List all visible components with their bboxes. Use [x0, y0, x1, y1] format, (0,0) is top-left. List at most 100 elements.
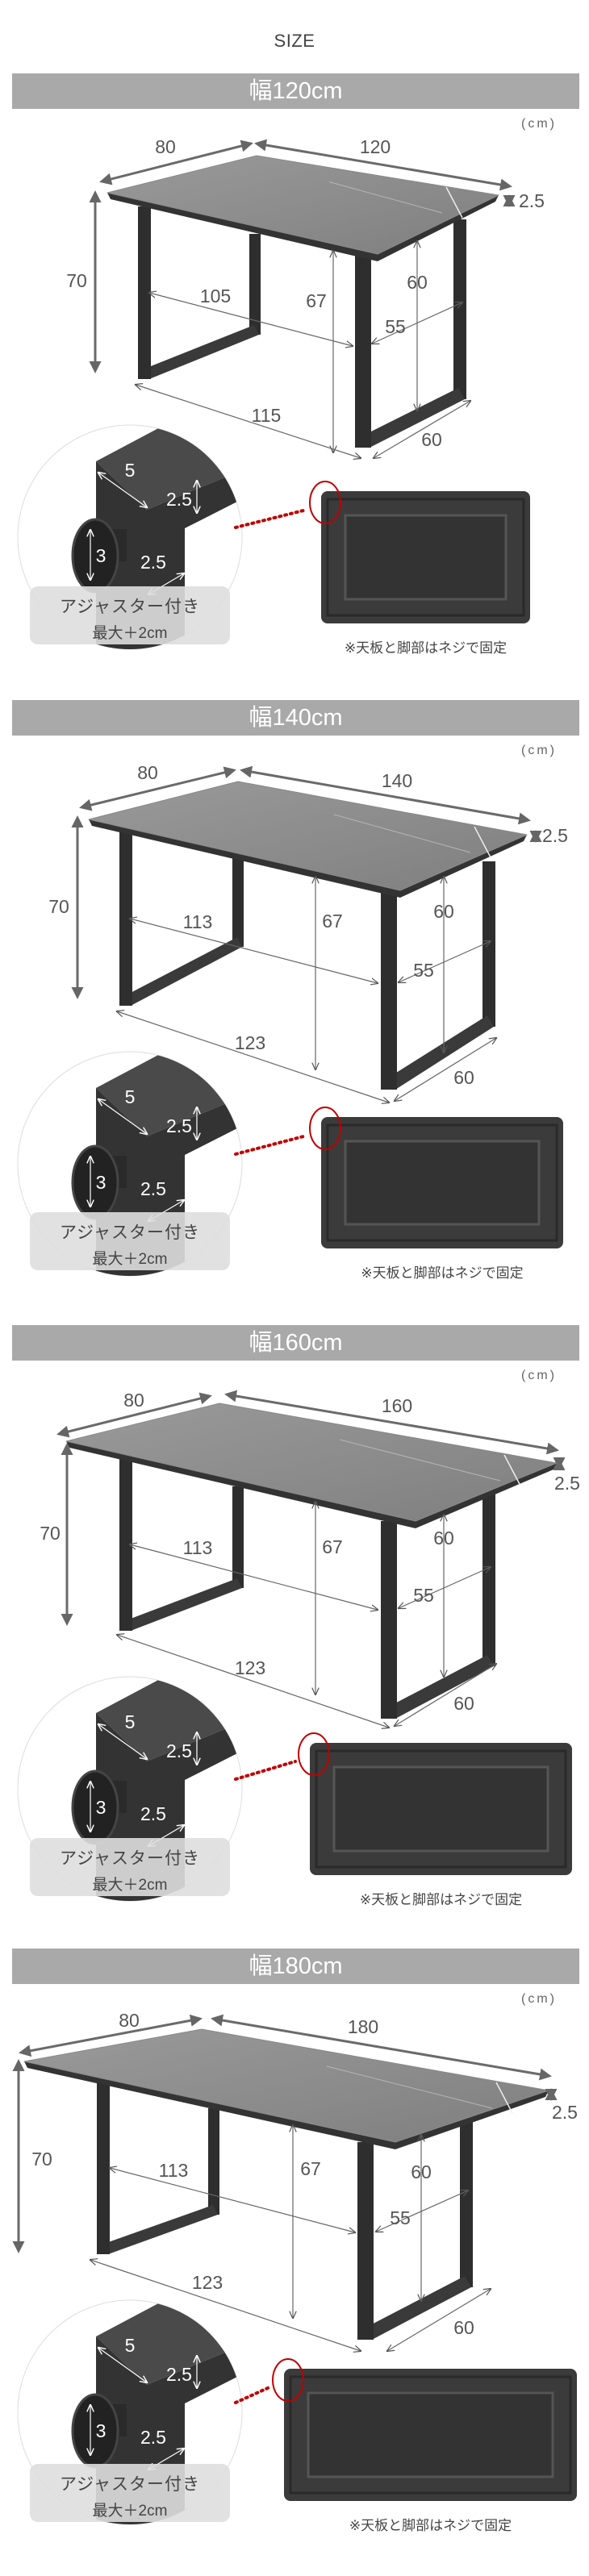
bottom-width-dimension-arrow — [90, 2260, 361, 2351]
front-right-leg — [381, 1521, 397, 1719]
left-bottom-bar — [143, 325, 259, 379]
back-left-leg — [208, 2108, 219, 2215]
leg-size-arrow — [98, 1099, 147, 1134]
leg-size-label: 5 — [125, 1711, 136, 1732]
leg-thick-label: 2.5 — [140, 1803, 166, 1824]
floor-clearance-dimension-label: 67 — [300, 2158, 321, 2179]
section-header: 幅180cm — [12, 1949, 579, 1984]
back-right-leg — [482, 1492, 495, 1666]
adjuster-badge: アジャスター付き最大＋2cm — [30, 2464, 230, 2522]
inner-width-dimension-label: 105 — [200, 286, 231, 306]
marker-circle-icon — [298, 1732, 330, 1776]
adjuster-size-label: 3 — [96, 1797, 107, 1818]
depth-dimension-label: 80 — [155, 136, 176, 157]
front-right-leg — [381, 890, 397, 1090]
top-size-label: 2.5 — [166, 1115, 192, 1136]
back-right-leg — [453, 219, 466, 399]
floor-clearance-dimension-label: 67 — [322, 911, 343, 932]
floor-clearance-dimension-label: 67 — [306, 290, 327, 311]
adjuster-label: アジャスター付き — [59, 2475, 201, 2494]
width-dimension-arrow — [211, 2014, 552, 2081]
marker-dotted-line — [234, 1760, 297, 1781]
bottom-width-dimension-arrow — [117, 1635, 389, 1728]
width-dimension-label: 160 — [382, 1395, 412, 1416]
thickness-dimension-label: 2.5 — [519, 190, 545, 211]
adjuster-size-label: 3 — [96, 1172, 107, 1193]
leg-inner-depth-dimension-arrow — [399, 1567, 491, 1608]
marker-dotted-line — [234, 1134, 308, 1156]
leg-size-arrow — [98, 2348, 147, 2382]
leg-depth-dimension-label: 60 — [453, 1693, 474, 1714]
inner-width-dimension-arrow — [110, 2168, 355, 2232]
unit-label: (cm) — [521, 117, 557, 131]
adjuster-badge: アジャスター付き最大＋2cm — [30, 586, 230, 644]
bottom-width-dimension-label: 123 — [235, 1032, 265, 1053]
leg-inner-depth-dimension-arrow — [399, 941, 491, 982]
front-left-leg — [97, 2082, 110, 2254]
unit-label: (cm) — [521, 1369, 557, 1382]
depth-dimension-label: 80 — [119, 2010, 140, 2031]
width-dimension-label: 180 — [348, 2016, 378, 2037]
screw-caption: ※天板と脚部はネジで固定 — [349, 2518, 512, 2533]
leg-inner-height-dimension-label: 60 — [407, 272, 428, 293]
leg-inner-height-dimension-label: 60 — [433, 901, 454, 922]
top-size-label: 2.5 — [166, 2364, 192, 2385]
marble-vein — [495, 2082, 513, 2114]
leg-thick-label: 2.5 — [140, 2427, 166, 2448]
depth-dimension-arrow — [56, 1392, 212, 1438]
marker-dotted-line — [234, 2386, 271, 2404]
leg-inner-depth-dimension-arrow — [372, 302, 462, 344]
inner-width-dimension-label: 113 — [183, 1537, 213, 1558]
left-bottom-bar — [102, 2205, 218, 2254]
section-header: 幅120cm — [12, 73, 579, 109]
section-header: 幅160cm — [12, 1325, 579, 1361]
height-dimension-label: 70 — [40, 1523, 61, 1544]
screw-caption: ※天板と脚部はネジで固定 — [359, 1892, 523, 1907]
marble-vein — [503, 1454, 521, 1486]
thickness-dimension-label: 2.5 — [554, 1473, 580, 1494]
leg-depth-dimension-label: 60 — [453, 2317, 474, 2338]
underside-frame — [315, 1749, 567, 1869]
back-right-leg — [460, 2120, 473, 2287]
inner-width-dimension-arrow — [130, 1544, 378, 1610]
marble-vein — [474, 826, 491, 858]
front-right-leg — [355, 254, 371, 448]
adjuster-range-label: 最大＋2cm — [92, 625, 168, 642]
width-dimension-label: 120 — [360, 136, 391, 157]
inner-width-dimension-label: 113 — [159, 2160, 189, 2181]
marble-vein — [445, 186, 463, 219]
adjuster-size-label: 3 — [96, 2420, 107, 2441]
leg-depth-dimension-label: 60 — [453, 1067, 474, 1088]
leg-inner-height-dimension-label: 60 — [433, 1528, 454, 1549]
underside-crossbars — [332, 1765, 549, 1853]
tabletop-edge — [107, 193, 499, 261]
depth-dimension-arrow — [79, 766, 236, 811]
leg-inner-depth-dimension-label: 55 — [385, 316, 406, 337]
thickness-dimension-label: 2.5 — [542, 825, 568, 846]
width-dimension-arrow — [240, 765, 531, 825]
leg-depth-dimension-arrow — [374, 401, 470, 458]
leg-size-arrow — [98, 1724, 147, 1759]
floor-clearance-dimension-label: 67 — [322, 1536, 343, 1557]
depth-dimension-label: 80 — [137, 762, 158, 783]
underside-crossbars — [344, 1140, 541, 1226]
inner-width-dimension-arrow — [130, 919, 378, 983]
adjuster-range-label: 最大＋2cm — [92, 1251, 168, 1268]
top-size-label: 2.5 — [166, 489, 192, 510]
leg-inner-depth-dimension-label: 55 — [390, 2207, 411, 2228]
front-left-leg — [119, 819, 132, 1006]
front-right-leg — [357, 2142, 374, 2340]
leg-inner-depth-dimension-arrow — [376, 2190, 468, 2232]
right-bottom-bar — [387, 1015, 494, 1090]
leg-depth-dimension-arrow — [395, 1664, 496, 1726]
height-dimension-label: 70 — [48, 896, 69, 917]
right-bottom-bar — [387, 1655, 494, 1719]
width-dimension-label: 140 — [382, 770, 412, 791]
inner-width-dimension-label: 113 — [183, 911, 213, 932]
thickness-dimension-label: 2.5 — [552, 2102, 578, 2123]
leg-inner-depth-dimension-label: 55 — [413, 960, 434, 981]
leg-thick-label: 2.5 — [140, 1178, 166, 1199]
